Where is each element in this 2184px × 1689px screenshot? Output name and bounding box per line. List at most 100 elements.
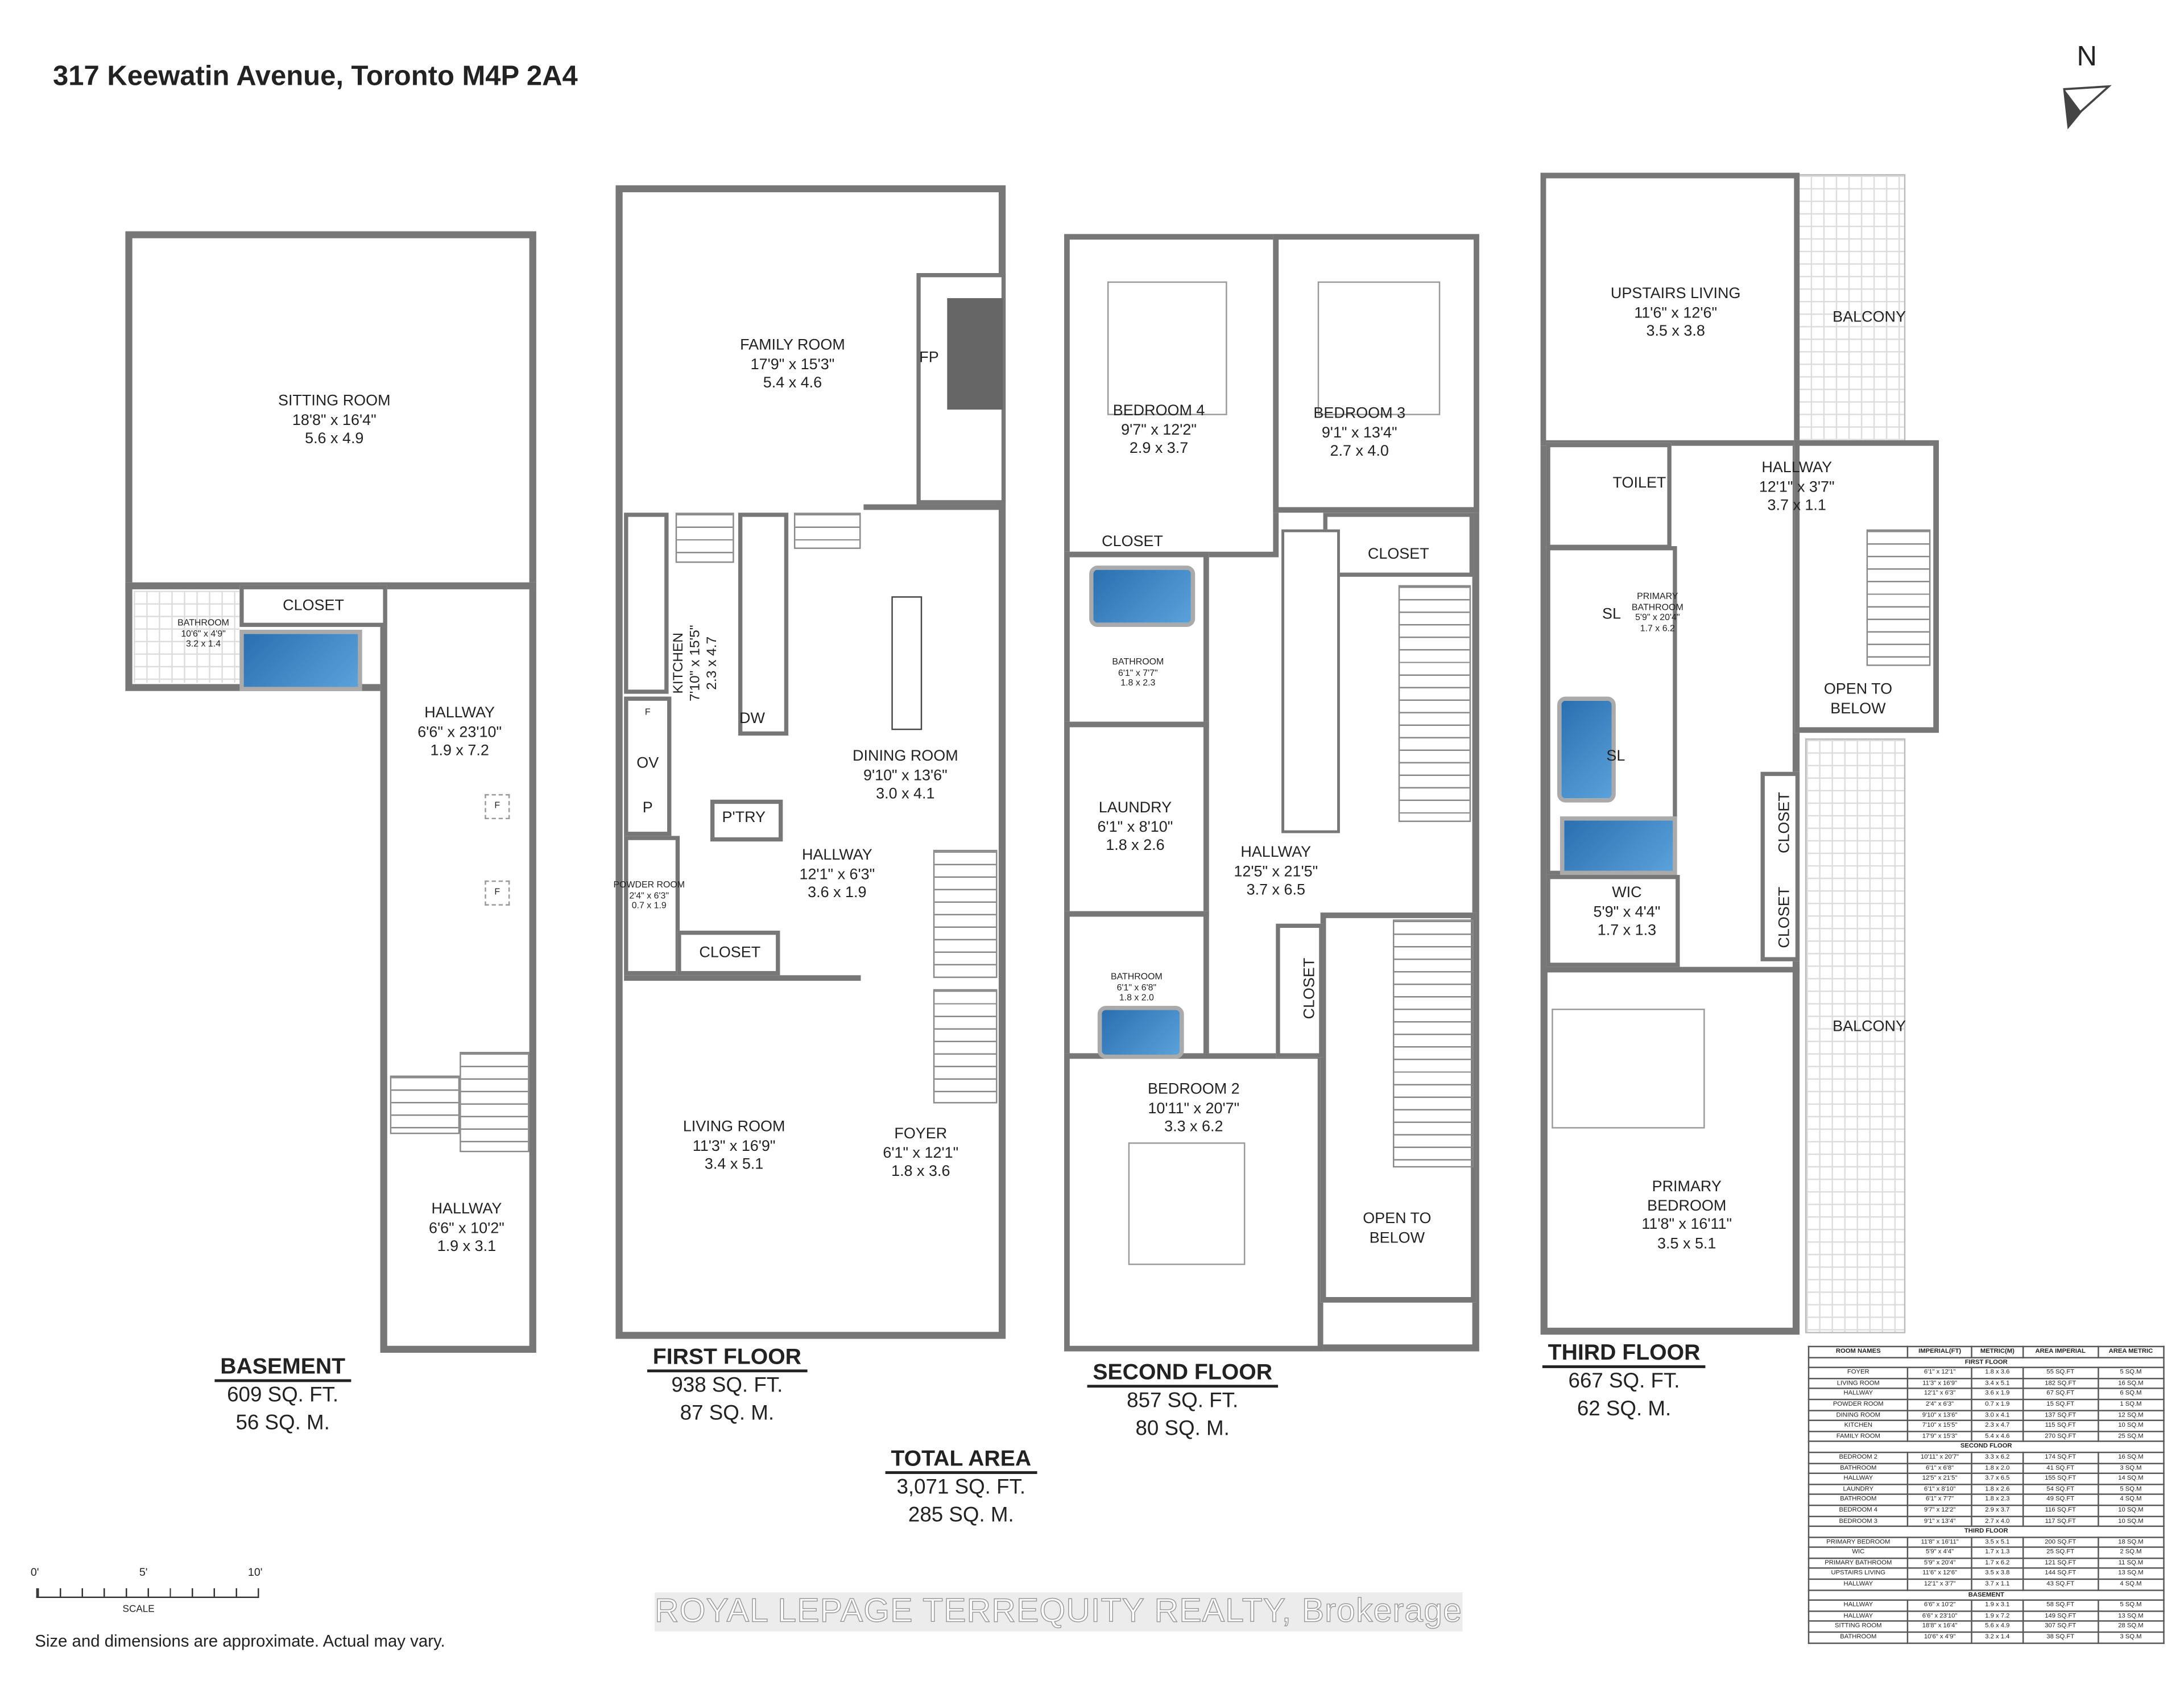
table-cell: 12'1" x 3'7" — [1907, 1578, 1972, 1591]
table-cell: BATHROOM — [1807, 1494, 1909, 1506]
table-cell: 67 SQ.FT — [2022, 1388, 2099, 1401]
table-cell: 7'10" x 15'5" — [1907, 1419, 1972, 1432]
table-cell: 9'7" x 12'2" — [1907, 1504, 1972, 1517]
table-section-row: FIRST FLOOR — [1807, 1356, 2165, 1369]
page-title: 317 Keewatin Avenue, Toronto M4P 2A4 — [53, 61, 578, 92]
room-label-closet: CLOSET — [1102, 533, 1163, 551]
table-cell: PRIMARY BEDROOM — [1807, 1536, 1909, 1548]
table-cell: 10'11" x 20'7" — [1907, 1451, 1972, 1464]
table-cell: 10'6" x 4'9" — [1907, 1631, 1972, 1643]
table-cell: HALLWAY — [1807, 1472, 1909, 1485]
table-cell: 2.9 x 3.7 — [1971, 1504, 2024, 1517]
table-cell: 15 SQ.FT — [2022, 1398, 2099, 1411]
table-section-row: BASEMENT — [1807, 1589, 2165, 1601]
table-cell: BATHROOM — [1807, 1631, 1909, 1643]
column-header: IMPERIAL(FT) — [1907, 1345, 1972, 1358]
oven-label: OV — [636, 755, 659, 772]
section-title: BASEMENT — [1807, 1589, 2165, 1601]
table-cell: 200 SQ.FT — [2022, 1536, 2099, 1548]
scale-tick-label: 10' — [247, 1566, 263, 1579]
section-title: FIRST FLOOR — [1807, 1356, 2165, 1369]
table-cell: 18'8" x 16'4" — [1907, 1621, 1972, 1633]
skylight-label: SL — [1606, 748, 1625, 765]
table-cell: HALLWAY — [1807, 1600, 1909, 1612]
table-cell: 5.4 x 4.6 — [1971, 1430, 2024, 1443]
table-cell: 1.8 x 2.6 — [1971, 1483, 2024, 1496]
table-cell: 6'1" x 8'10" — [1907, 1483, 1972, 1496]
scale-tick-label: 0' — [30, 1566, 39, 1579]
table-cell: 5'9" x 20'4" — [1907, 1557, 1972, 1570]
table-cell: DINING ROOM — [1807, 1409, 1909, 1422]
table-cell: 116 SQ.FT — [2022, 1504, 2099, 1517]
table-cell: 16 SQ.M — [2097, 1377, 2165, 1390]
section-title: THIRD FLOOR — [1807, 1525, 2165, 1538]
table-cell: 2.7 x 4.0 — [1971, 1515, 2024, 1527]
table-cell: 2 SQ.M — [2097, 1547, 2165, 1559]
table-cell: 11'3" x 16'9" — [1907, 1377, 1972, 1390]
table-cell: 54 SQ.FT — [2022, 1483, 2099, 1496]
table-cell: HALLWAY — [1807, 1610, 1909, 1622]
table-cell: PRIMARY BATHROOM — [1807, 1557, 1909, 1570]
fridge-label: F — [644, 708, 651, 718]
table-cell: 6 SQ.M — [2097, 1388, 2165, 1401]
table-cell: 43 SQ.FT — [2022, 1578, 2099, 1591]
table-cell: 3.2 x 1.4 — [1971, 1631, 2024, 1643]
disclaimer: Size and dimensions are approximate. Act… — [35, 1631, 445, 1651]
table-cell: 28 SQ.M — [2097, 1621, 2165, 1633]
table-cell: 270 SQ.FT — [2022, 1430, 2099, 1443]
table-cell: 3.7 x 6.5 — [1971, 1472, 2024, 1485]
table-cell: 5 SQ.M — [2097, 1600, 2165, 1612]
table-cell: LAUNDRY — [1807, 1483, 1909, 1496]
table-cell: 13 SQ.M — [2097, 1610, 2165, 1622]
table-cell: 174 SQ.FT — [2022, 1451, 2099, 1464]
table-cell: 6'1" x 7'7" — [1907, 1494, 1972, 1506]
column-header: AREA METRIC — [2097, 1345, 2165, 1358]
column-header: METRIC(M) — [1971, 1345, 2024, 1358]
fireplace-label: FP — [919, 349, 939, 367]
table-cell: 14 SQ.M — [2097, 1472, 2165, 1485]
table-cell: 155 SQ.FT — [2022, 1472, 2099, 1485]
room-label-closet: CLOSET — [283, 597, 344, 615]
table-cell: 115 SQ.FT — [2022, 1419, 2099, 1432]
room-label-closet: CLOSET — [1367, 546, 1429, 563]
table-cell: 18 SQ.M — [2097, 1536, 2165, 1548]
dining-table — [891, 596, 923, 730]
table-cell: 1 SQ.M — [2097, 1398, 2165, 1411]
table-cell: 6'1" x 12'1" — [1907, 1366, 1972, 1379]
table-cell: 1.7 x 6.2 — [1971, 1557, 2024, 1570]
north-arrow-icon — [2063, 85, 2112, 130]
table-cell: 2'4" x 6'3" — [1907, 1398, 1972, 1411]
table-cell: 3.0 x 4.1 — [1971, 1409, 2024, 1422]
table-cell: 1.8 x 2.3 — [1971, 1494, 2024, 1506]
table-cell: 55 SQ.FT — [2022, 1366, 2099, 1379]
table-cell: FAMILY ROOM — [1807, 1430, 1909, 1443]
section-title: SECOND FLOOR — [1807, 1441, 2165, 1453]
compass: N — [2062, 42, 2117, 130]
